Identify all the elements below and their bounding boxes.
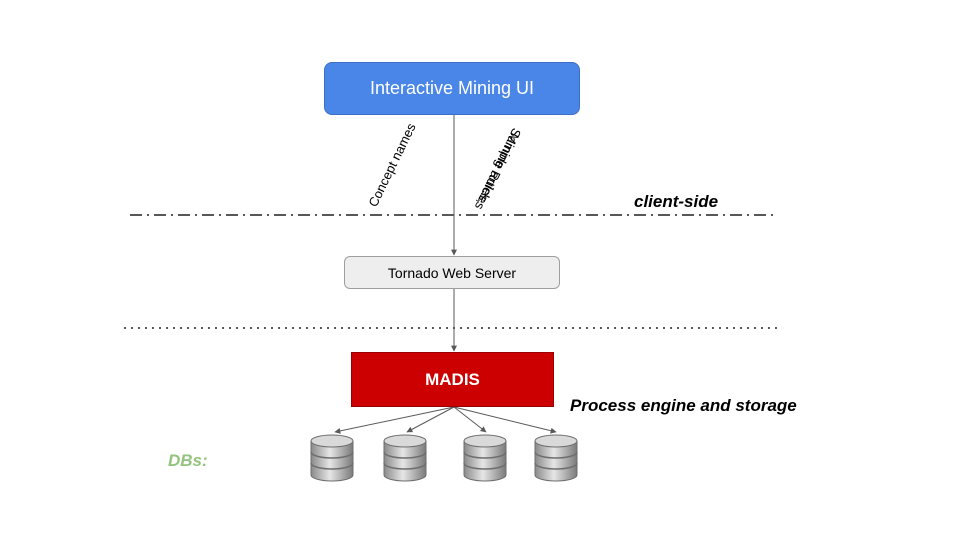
- engine-to-db3-arrow: [453, 406, 487, 433]
- madis-engine-node: MADIS: [351, 352, 554, 407]
- ui-node-label: Interactive Mining UI: [369, 78, 535, 98]
- engine-to-db1-arrow: [334, 406, 455, 434]
- engine-node-label: MADIS: [425, 369, 480, 389]
- tornado-web-server-node: Tornado Web Server: [344, 256, 560, 289]
- database-icon: [383, 434, 427, 482]
- database-icon: [463, 434, 507, 482]
- database-icon: [534, 434, 578, 482]
- engine-to-db2-arrow: [406, 406, 455, 433]
- database-icon: [310, 434, 354, 482]
- engine-to-db4-arrow: [453, 406, 557, 434]
- client-side-label: client-side: [634, 192, 719, 211]
- process-engine-label: Process engine and storage: [570, 396, 797, 415]
- web-server-node-label: Tornado Web Server: [387, 264, 517, 281]
- dbs-label: DBs:: [168, 451, 208, 470]
- interactive-mining-ui-node: Interactive Mining UI: [324, 62, 580, 115]
